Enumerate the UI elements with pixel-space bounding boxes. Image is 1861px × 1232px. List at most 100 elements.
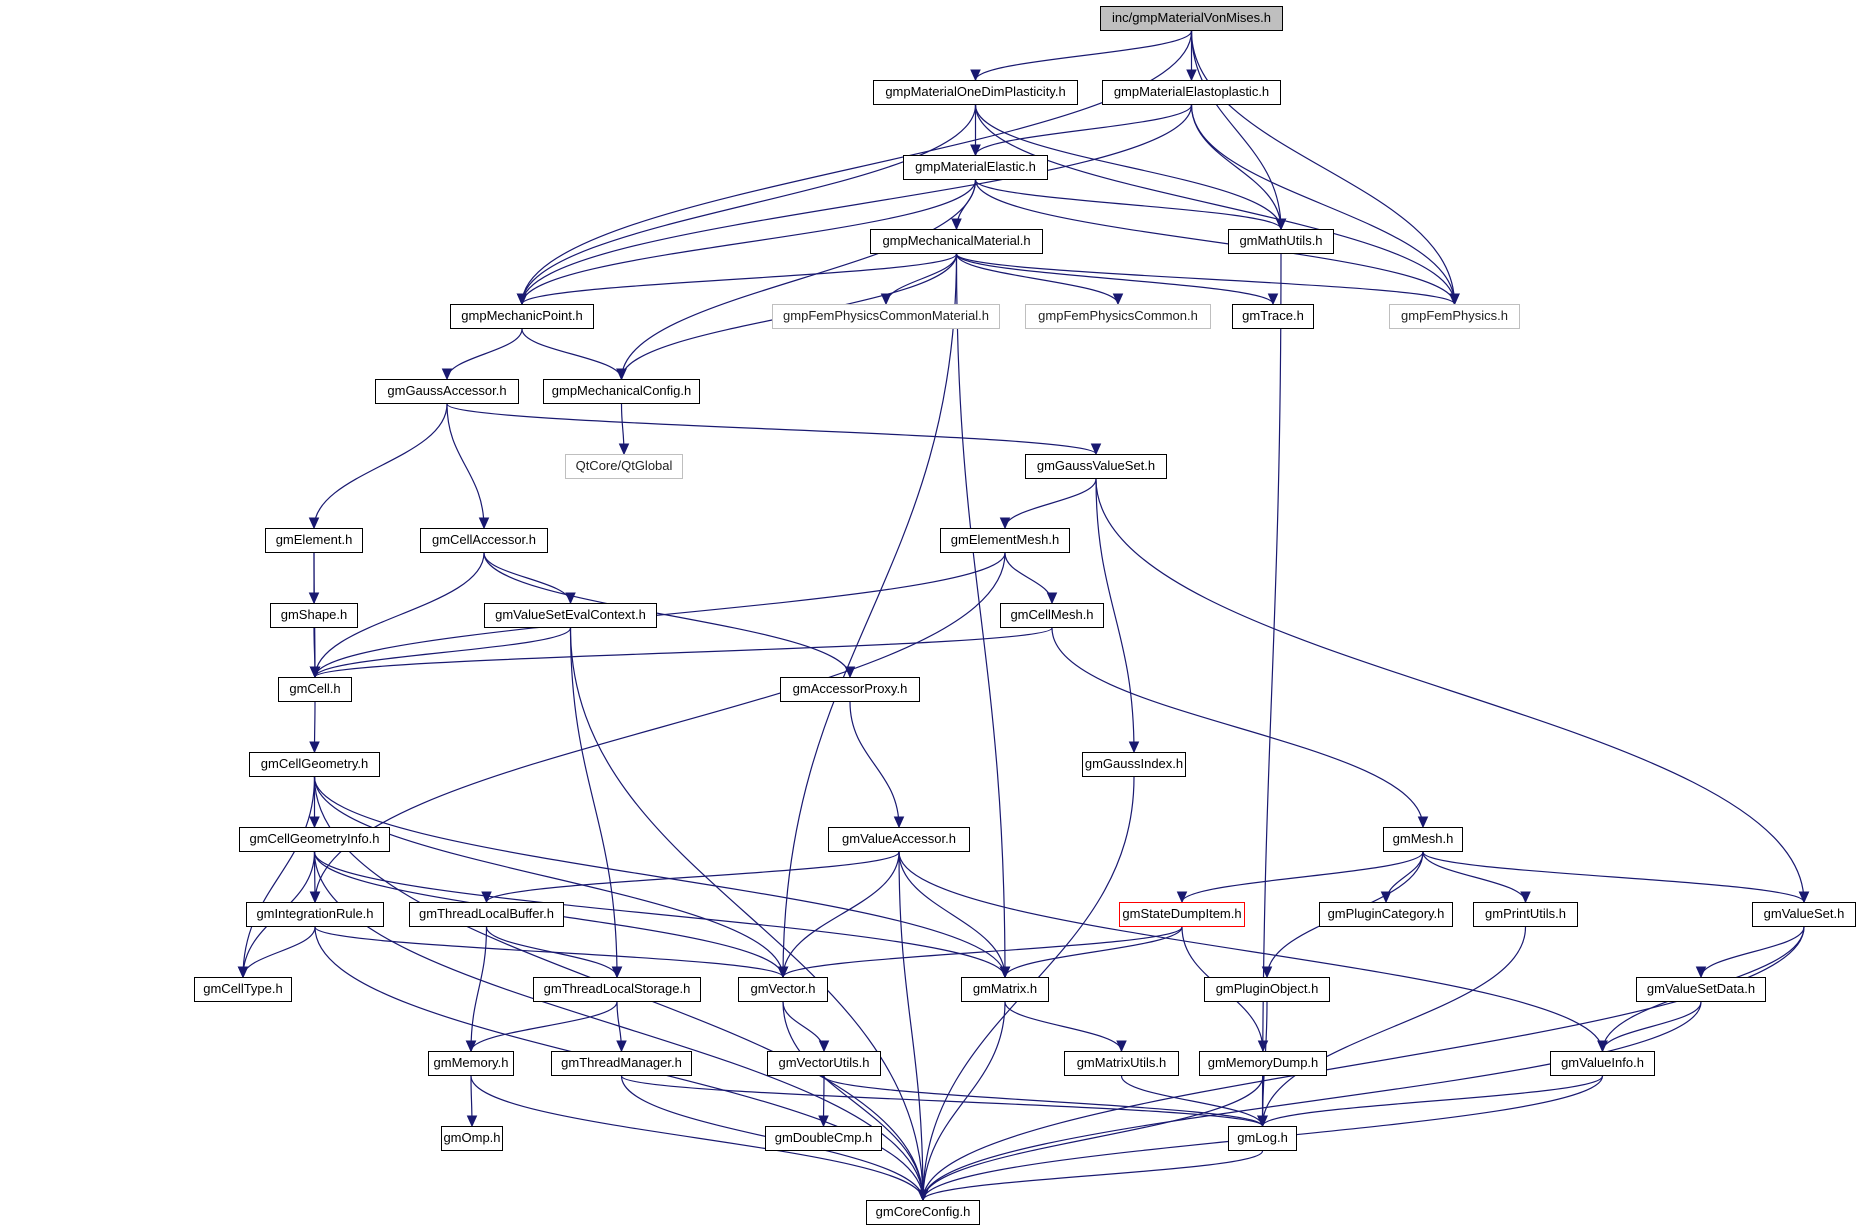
node-gaussvs[interactable]: gmGaussValueSet.h [1025,454,1167,479]
edge-cellgeom-to-celltype [242,776,316,978]
node-coreconfig[interactable]: gmCoreConfig.h [866,1200,980,1225]
node-matutils[interactable]: gmMatrixUtils.h [1064,1051,1179,1076]
node-cellgeom[interactable]: gmCellGeometry.h [249,752,380,777]
arrowhead-icon [1798,891,1810,904]
edge-mesh-to-printutils [1422,851,1527,903]
node-vsdata[interactable]: gmValueSetData.h [1636,977,1766,1002]
node-gaussidx[interactable]: gmGaussIndex.h [1082,752,1186,777]
node-label: gmpFemPhysicsCommon.h [1038,308,1198,323]
node-valinfo[interactable]: gmValueInfo.h [1550,1051,1655,1076]
node-label: gmPluginObject.h [1215,981,1319,996]
node-mechpoint[interactable]: gmpMechanicPoint.h [450,304,594,329]
node-printutils[interactable]: gmPrintUtils.h [1473,902,1578,927]
node-label: gmThreadLocalBuffer.h [419,906,554,921]
node-mechmat[interactable]: gmpMechanicalMaterial.h [870,229,1043,254]
edge-mechmat-to-vector [782,253,958,978]
node-label: gmOmp.h [443,1130,501,1145]
node-plugcat[interactable]: gmPluginCategory.h [1319,902,1453,927]
edge-onedim-to-femphys [974,104,1456,305]
node-mesh[interactable]: gmMesh.h [1383,827,1463,852]
node-shape[interactable]: gmShape.h [270,603,358,628]
node-memory[interactable]: gmMemory.h [428,1051,514,1076]
node-cell[interactable]: gmCell.h [278,677,352,702]
edge-mechmat-to-fpcm [885,253,958,305]
node-fpc[interactable]: gmpFemPhysicsCommon.h [1025,304,1211,329]
node-vecutils[interactable]: gmVectorUtils.h [767,1051,881,1076]
edge-cellgeom-to-matrix [313,776,1006,978]
node-omp[interactable]: gmOmp.h [441,1126,503,1151]
node-statedump[interactable]: gmStateDumpItem.h [1119,902,1245,927]
node-label: gmValueAccessor.h [842,831,956,846]
node-label: gmGaussValueSet.h [1036,458,1156,473]
node-onedim[interactable]: gmpMaterialOneDimPlasticity.h [873,80,1078,105]
node-label: gmCellType.h [203,981,283,996]
arrowhead-icon [618,443,630,456]
node-fpcm[interactable]: gmpFemPhysicsCommonMaterial.h [772,304,1000,329]
arrowhead-icon [818,1115,829,1128]
node-label: gmMesh.h [1392,831,1454,846]
node-element[interactable]: gmElement.h [265,528,363,553]
edge-root-to-onedim [974,30,1193,81]
node-mathutils[interactable]: gmMathUtils.h [1228,229,1334,254]
node-label: gmpMechanicalMaterial.h [882,233,1031,248]
node-label: gmMemoryDump.h [1207,1055,1319,1070]
node-elastic[interactable]: gmpMaterialElastic.h [903,155,1048,180]
node-elastoplastic[interactable]: gmpMaterialElastoplastic.h [1102,80,1281,105]
node-threadmgr[interactable]: gmThreadManager.h [551,1051,692,1076]
edge-cellgeom-to-vector [313,776,784,978]
arrowhead-icon [466,1115,478,1128]
arrowhead-icon [611,966,623,979]
edge-vsdata-to-coreconfig [922,1001,1702,1201]
node-tlstorage[interactable]: gmThreadLocalStorage.h [533,977,701,1002]
edge-cellgeominfo-to-matrix [313,851,1006,978]
arrowhead-icon [308,517,320,530]
edge-gaussacc-to-cellacc [446,403,485,529]
node-qtglobal[interactable]: QtCore/QtGlobal [565,454,683,479]
node-vsec[interactable]: gmValueSetEvalContext.h [484,603,657,628]
arrowhead-icon [309,816,320,829]
node-label: gmMatrixUtils.h [1076,1055,1167,1070]
node-matrix[interactable]: gmMatrix.h [961,977,1049,1002]
node-label: gmValueSetEvalContext.h [495,607,646,622]
node-cellacc[interactable]: gmCellAccessor.h [420,528,548,553]
node-femphys[interactable]: gmpFemPhysics.h [1389,304,1520,329]
edge-elastoplastic-to-mechpoint [521,104,1193,305]
arrowhead-icon [999,517,1011,530]
node-accproxy[interactable]: gmAccessorProxy.h [780,677,920,702]
edge-matrix-to-coreconfig [922,1001,1006,1201]
edge-elastic-to-mechpoint [521,179,977,305]
node-tlbuf[interactable]: gmThreadLocalBuffer.h [409,902,564,927]
arrowhead-icon [481,891,492,904]
node-trace[interactable]: gmTrace.h [1232,304,1314,329]
node-intrule[interactable]: gmIntegrationRule.h [246,902,384,927]
node-dblcmp[interactable]: gmDoubleCmp.h [765,1126,882,1151]
node-cellgeominfo[interactable]: gmCellGeometryInfo.h [239,827,390,852]
node-cellmesh[interactable]: gmCellMesh.h [1000,603,1104,628]
node-label: gmPrintUtils.h [1485,906,1566,921]
node-label: gmCell.h [289,681,341,696]
node-celltype[interactable]: gmCellType.h [194,977,292,1002]
node-vector[interactable]: gmVector.h [738,977,828,1002]
arrowhead-icon [1112,293,1124,306]
node-label: gmDoubleCmp.h [774,1130,873,1145]
edge-valacc-to-valinfo [898,851,1604,1052]
node-mechconfig[interactable]: gmpMechanicalConfig.h [543,379,700,404]
edge-root-to-mechpoint [521,30,1193,305]
node-memdump[interactable]: gmMemoryDump.h [1199,1051,1327,1076]
node-plugobj[interactable]: gmPluginObject.h [1204,977,1330,1002]
arrowhead-icon [1261,966,1273,979]
node-label: gmAccessorProxy.h [792,681,908,696]
node-valueset[interactable]: gmValueSet.h [1752,902,1856,927]
edge-onedim-to-mathutils [974,104,1282,230]
edge-tlbuf-to-memory [470,926,488,1052]
arrowhead-icon [1176,891,1188,904]
node-root: inc/gmpMaterialVonMises.h [1100,6,1283,31]
edge-statedump-to-vector [782,926,1183,978]
node-label: gmStateDumpItem.h [1122,906,1242,921]
node-gaussacc[interactable]: gmGaussAccessor.h [375,379,519,404]
node-valacc[interactable]: gmValueAccessor.h [828,827,970,852]
node-label: gmValueSetData.h [1646,981,1756,996]
node-log[interactable]: gmLog.h [1228,1126,1297,1151]
node-label: gmValueInfo.h [1561,1055,1644,1070]
node-elemmesh[interactable]: gmElementMesh.h [940,528,1070,553]
